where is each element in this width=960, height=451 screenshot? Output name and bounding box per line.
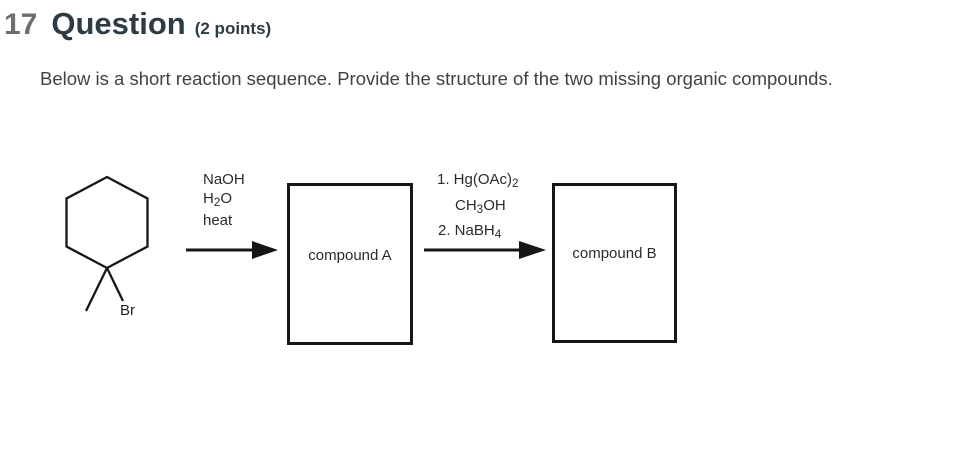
reagent-text: H xyxy=(203,190,214,207)
step1-condition-heat: heat xyxy=(203,212,232,231)
step2-reagent-sodium-borohydride: 2. NaBH4 xyxy=(438,222,501,241)
question-header: 17 Question (2 points) xyxy=(4,6,271,42)
cyclohexane-ring xyxy=(65,175,149,270)
bromine-bond xyxy=(105,267,125,302)
reaction-arrow-1-head xyxy=(252,241,278,259)
reagent-text: O xyxy=(220,190,233,207)
reagent-subscript: 2 xyxy=(213,195,221,209)
compound-a-label: compound A xyxy=(308,247,392,264)
reagent-text: NaOH xyxy=(203,171,245,188)
compound-b-box: compound B xyxy=(552,183,677,343)
reagent-text: OH xyxy=(483,197,506,214)
question-number: 17 xyxy=(4,8,38,41)
methyl-bond xyxy=(84,267,109,312)
question-prompt: Below is a short reaction sequence. Prov… xyxy=(40,68,833,89)
step2-reagent-methanol: CH3OH xyxy=(455,197,506,216)
step1-reagent-water: H2O xyxy=(203,190,232,209)
compound-a-box: compound A xyxy=(287,183,413,345)
question-title: Question xyxy=(51,6,186,41)
reagent-text: heat xyxy=(203,212,233,229)
reagent-subscript: 2 xyxy=(512,176,519,190)
compound-b-label: compound B xyxy=(572,245,657,262)
reagent-text: CH xyxy=(455,197,477,214)
step1-reagent-naoh: NaOH xyxy=(203,171,245,190)
question-points: (2 points) xyxy=(194,19,272,38)
step2-reagent-mercuric-acetate: 1. Hg(OAc)2 xyxy=(437,171,519,190)
reaction-arrow-2-head xyxy=(519,241,546,259)
bromine-label: Br xyxy=(120,302,135,319)
reagent-subscript: 4 xyxy=(494,227,502,241)
reagent-text: 2. NaBH xyxy=(438,222,495,239)
reagent-subscript: 3 xyxy=(476,202,484,216)
reagent-text: 1. Hg(OAc) xyxy=(437,171,513,188)
